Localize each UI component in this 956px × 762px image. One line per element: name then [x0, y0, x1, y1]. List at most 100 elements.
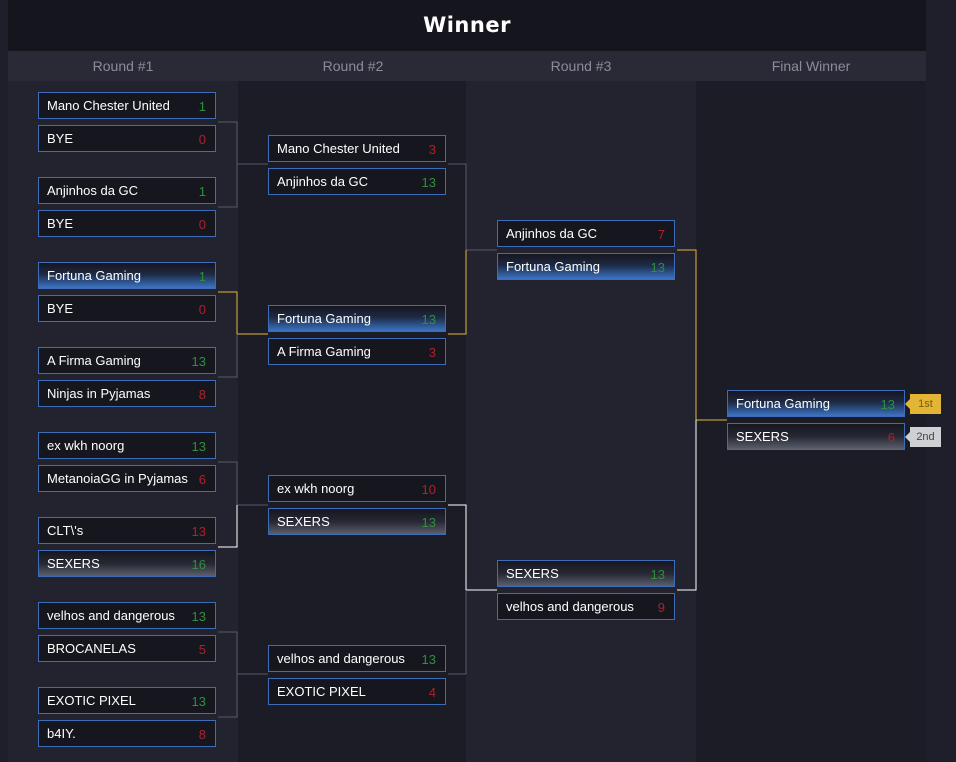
team-name: SEXERS: [506, 566, 559, 581]
r1-slot-1[interactable]: Mano Chester United 1: [38, 92, 216, 119]
r3-slot-2[interactable]: Fortuna Gaming 13: [497, 253, 675, 280]
team-score: 0: [198, 302, 206, 317]
connector-r1-m3: [218, 291, 268, 335]
r2-slot-6[interactable]: SEXERS 13: [268, 508, 446, 535]
team-score: 6: [887, 430, 895, 445]
team-score: 13: [191, 609, 206, 624]
team-score: 1: [198, 99, 206, 114]
r3-slot-1[interactable]: Anjinhos da GC 7: [497, 220, 675, 247]
team-name: Ninjas in Pyjamas: [47, 386, 151, 401]
connector-r1-m7: [218, 631, 268, 675]
r3-slot-3[interactable]: SEXERS 13: [497, 560, 675, 587]
r1-slot-13[interactable]: velhos and dangerous 13: [38, 602, 216, 629]
team-name: Fortuna Gaming: [277, 311, 371, 326]
first-place-badge: 1st: [905, 394, 941, 414]
team-name: BYE: [47, 131, 74, 146]
team-name: velhos and dangerous: [506, 599, 634, 614]
team-name: SEXERS: [47, 556, 100, 571]
team-name: velhos and dangerous: [47, 608, 175, 623]
team-score: 13: [191, 354, 206, 369]
team-name: b4IY.: [47, 726, 76, 741]
team-score: 8: [198, 727, 206, 742]
r3-slot-4[interactable]: velhos and dangerous 9: [497, 593, 675, 620]
r1-slot-6[interactable]: BYE 0: [38, 295, 216, 322]
team-name: Mano Chester United: [277, 141, 400, 156]
connector-r1-m6: [218, 505, 238, 548]
connector-r1-m2: [218, 164, 238, 208]
team-name: BROCANELAS: [47, 641, 136, 656]
r1-slot-9[interactable]: ex wkh noorg 13: [38, 432, 216, 459]
team-name: MetanoiaGG in Pyjamas: [47, 471, 188, 486]
team-name: CLT\'s: [47, 523, 84, 538]
team-name: Fortuna Gaming: [47, 268, 141, 283]
team-score: 13: [191, 439, 206, 454]
team-name: ex wkh noorg: [47, 438, 125, 453]
team-name: ex wkh noorg: [277, 481, 355, 496]
team-name: Anjinhos da GC: [47, 183, 139, 198]
second-place-badge: 2nd: [905, 427, 941, 447]
final-slot-1[interactable]: Fortuna Gaming 13: [727, 390, 905, 417]
team-name: Fortuna Gaming: [506, 259, 600, 274]
connector-r2-m3: [448, 504, 497, 591]
connector-r2-m2: [448, 250, 467, 335]
team-score: 4: [428, 685, 436, 700]
team-score: 1: [198, 184, 206, 199]
team-name: velhos and dangerous: [277, 651, 405, 666]
team-name: Anjinhos da GC: [277, 174, 369, 189]
team-name: SEXERS: [277, 514, 330, 529]
team-score: 16: [191, 557, 206, 572]
team-score: 13: [650, 567, 665, 582]
connector-r1-m5: [218, 461, 268, 506]
team-score: 13: [650, 260, 665, 275]
r2-slot-5[interactable]: ex wkh noorg 10: [268, 475, 446, 502]
connector-r1-m4: [218, 334, 238, 378]
team-score: 13: [421, 515, 436, 530]
r1-slot-15[interactable]: EXOTIC PIXEL 13: [38, 687, 216, 714]
team-score: 13: [191, 694, 206, 709]
connector-r2-m1: [448, 163, 497, 251]
r2-slot-1[interactable]: Mano Chester United 3: [268, 135, 446, 162]
r1-slot-2[interactable]: BYE 0: [38, 125, 216, 152]
team-score: 0: [198, 217, 206, 232]
team-name: A Firma Gaming: [47, 353, 141, 368]
connector-r2-m4: [448, 590, 467, 675]
team-score: 0: [198, 132, 206, 147]
r1-slot-5[interactable]: Fortuna Gaming 1: [38, 262, 216, 289]
team-name: EXOTIC PIXEL: [47, 693, 136, 708]
r1-slot-7[interactable]: A Firma Gaming 13: [38, 347, 216, 374]
team-score: 10: [421, 482, 436, 497]
r2-slot-2[interactable]: Anjinhos da GC 13: [268, 168, 446, 195]
r1-slot-16[interactable]: b4IY. 8: [38, 720, 216, 747]
team-score: 1: [198, 269, 206, 284]
team-score: 13: [880, 397, 895, 412]
team-score: 3: [428, 142, 436, 157]
r1-slot-3[interactable]: Anjinhos da GC 1: [38, 177, 216, 204]
team-name: Fortuna Gaming: [736, 396, 830, 411]
team-name: Anjinhos da GC: [506, 226, 598, 241]
team-name: BYE: [47, 301, 74, 316]
r1-slot-12[interactable]: SEXERS 16: [38, 550, 216, 577]
team-score: 13: [421, 312, 436, 327]
connector-r3-m2: [677, 420, 697, 591]
team-score: 13: [421, 175, 436, 190]
team-score: 7: [657, 227, 665, 242]
team-score: 13: [421, 652, 436, 667]
r2-slot-3[interactable]: Fortuna Gaming 13: [268, 305, 446, 332]
r2-slot-7[interactable]: velhos and dangerous 13: [268, 645, 446, 672]
round3-column: [466, 51, 696, 762]
team-name: Mano Chester United: [47, 98, 170, 113]
connector-r1-m1: [218, 121, 268, 165]
connector-r1-m8: [218, 674, 238, 718]
team-score: 9: [657, 600, 665, 615]
r1-slot-4[interactable]: BYE 0: [38, 210, 216, 237]
team-name: A Firma Gaming: [277, 344, 371, 359]
team-name: BYE: [47, 216, 74, 231]
